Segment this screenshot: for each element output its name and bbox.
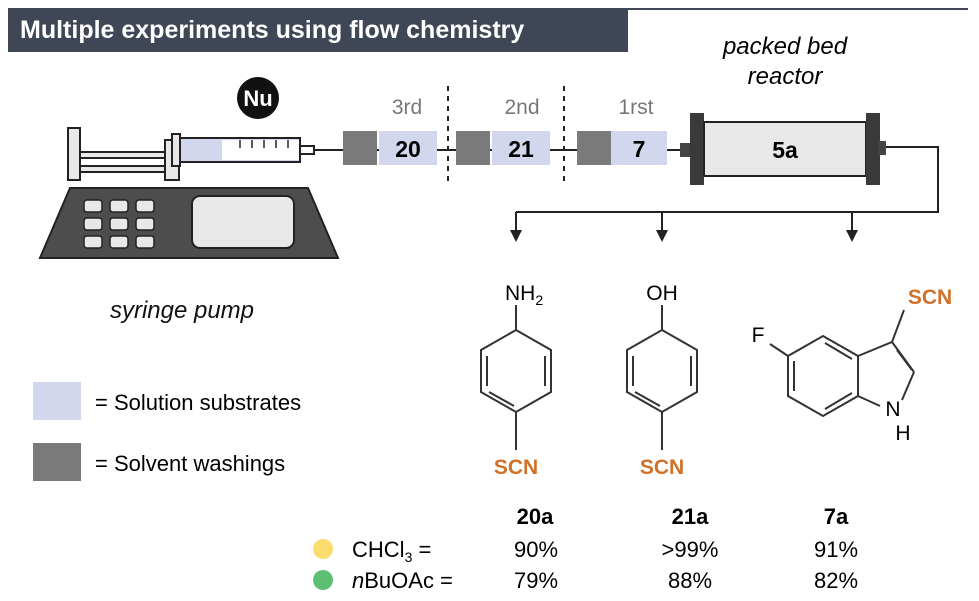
yield-chcl3-7a: 91% [814, 537, 858, 562]
product-id-7a: 7a [824, 504, 849, 529]
syringe-pump: Nu syringe pump [38, 77, 340, 324]
pump-label: syringe pump [110, 297, 254, 324]
yield-table: 20a 21a 7a CHCl3 = 90% >99% 91% nBuOAc =… [313, 504, 858, 593]
scn-group-20a: SCN [494, 456, 538, 479]
pump-keypad [83, 199, 155, 249]
amine-group: NH2 [505, 282, 543, 308]
yield-nbuoac-21a: 88% [668, 568, 712, 593]
yield-chcl3-21a: >99% [662, 537, 719, 562]
pump-rail-top [79, 151, 177, 159]
solvent-washing-block [343, 131, 377, 165]
title-banner: Multiple experiments using flow chemistr… [8, 8, 628, 52]
flow-arrowheads [510, 230, 858, 242]
legend-substrates-label: = Solution substrates [95, 390, 301, 415]
reactor-outlet [878, 141, 886, 155]
substrate-slug-20 [379, 131, 437, 165]
structure-7a [769, 309, 915, 418]
slug-order-1rst: 1rst [618, 96, 653, 119]
product-id-20a: 20a [517, 504, 554, 529]
page-title: Multiple experiments using flow chemistr… [20, 16, 525, 44]
reactor-label-line2: reactor [748, 63, 824, 90]
hydroxyl-group: OH [646, 282, 678, 305]
fluoro-label: F [752, 324, 765, 347]
reactor-label-line1: packed bed [722, 33, 848, 60]
pump-rail-bottom [79, 165, 177, 173]
title-rule [628, 8, 968, 10]
solvent-washing-block [456, 131, 490, 165]
slug-compound-21: 21 [508, 136, 534, 162]
indole-hydrogen: H [895, 422, 910, 445]
pump-rail-post [67, 127, 81, 181]
nbuoac-label: nBuOAc = [352, 568, 453, 593]
slug-order-3rd: 3rd [392, 96, 422, 119]
substrate-slug-7 [611, 131, 667, 165]
structure-20a [480, 305, 552, 450]
syringe-graduations [239, 140, 289, 148]
yield-chcl3-20a: 90% [514, 537, 558, 562]
pump-display [191, 195, 295, 249]
syringe-tip [299, 145, 315, 155]
legend-washing-swatch [33, 443, 81, 481]
structure-21a [626, 305, 698, 450]
legend: = Solution substrates = Solvent washings [33, 382, 301, 481]
yield-nbuoac-7a: 82% [814, 568, 858, 593]
packed-bed-reactor: 5a packed bed reactor [680, 33, 886, 185]
nucleophile-label: Nu [243, 86, 272, 111]
slug-order-2nd: 2nd [504, 96, 539, 119]
slug-compound-7: 7 [633, 136, 646, 162]
legend-washings-label: = Solvent washings [95, 451, 285, 476]
legend-substrate-swatch [33, 382, 81, 420]
reactor-cap-left [690, 113, 704, 185]
scn-group-7a: SCN [908, 286, 952, 309]
syringe-plunger [171, 133, 181, 167]
indole-nitrogen: N [885, 398, 900, 421]
product-id-21a: 21a [672, 504, 709, 529]
chcl3-dot [313, 539, 333, 559]
chcl3-label: CHCl3 = [352, 537, 431, 565]
nbuoac-dot [313, 570, 333, 590]
yield-nbuoac-20a: 79% [514, 568, 558, 593]
slug-compound-20: 20 [395, 136, 421, 162]
reactor-inlet [680, 143, 692, 157]
reactor-column [703, 121, 867, 177]
syringe-fill [222, 140, 299, 160]
reactor-content: 5a [772, 137, 798, 163]
solvent-washing-block [577, 131, 611, 165]
scn-group-21a: SCN [640, 456, 684, 479]
slug-dividers [447, 86, 565, 184]
reactor-cap-right [866, 113, 880, 185]
nucleophile-badge [237, 77, 279, 119]
substrate-slug-21 [492, 131, 550, 165]
